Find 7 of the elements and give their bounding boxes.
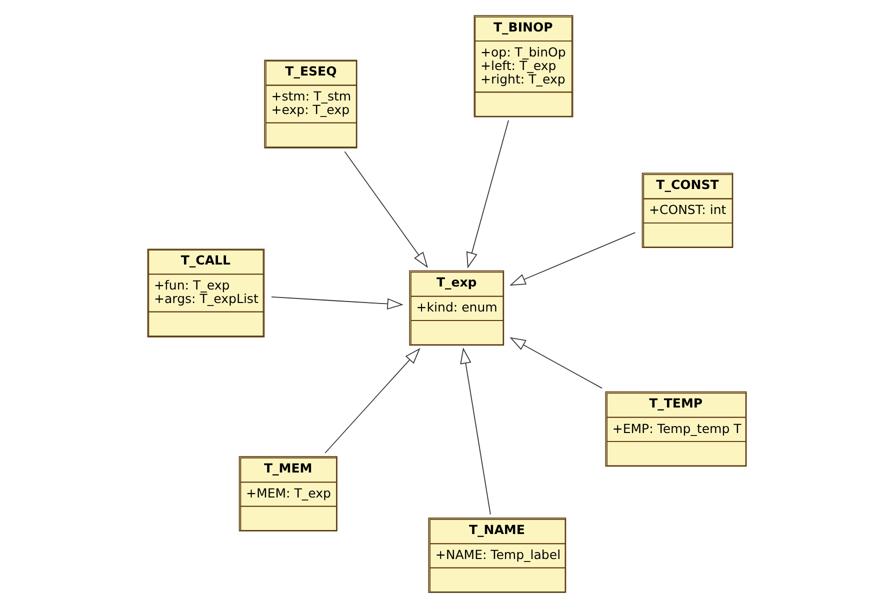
arrow (466, 120, 508, 268)
arrow (509, 337, 602, 389)
arrow (270, 296, 403, 310)
arrow (460, 348, 490, 515)
arrow (509, 232, 636, 286)
arrow (324, 348, 420, 454)
arrow (344, 151, 428, 268)
